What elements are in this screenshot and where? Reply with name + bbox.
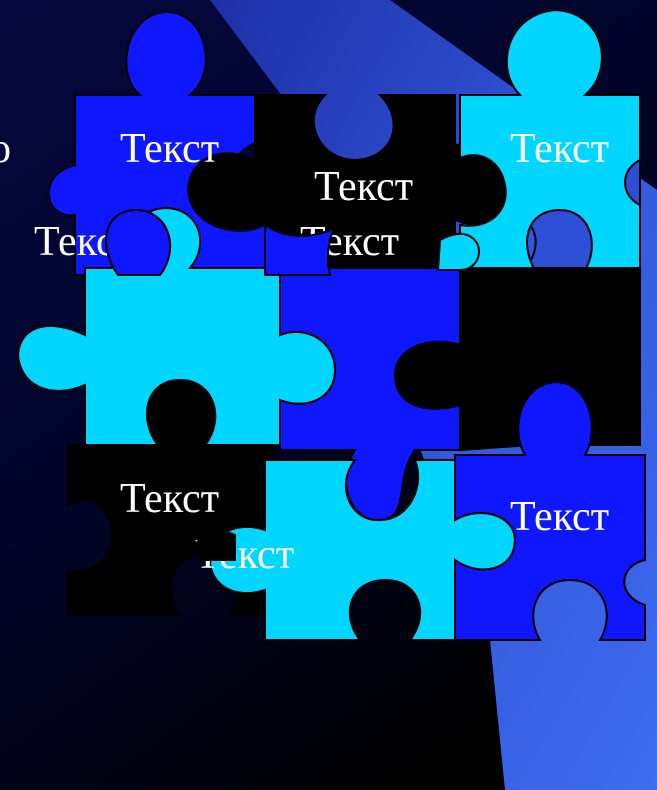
piece-overlap-top-left [106,210,170,275]
piece-top-middle-label: Текст [314,164,413,210]
piece-bottom-right-label: Текст [510,494,609,540]
edge-glyph: о [0,126,11,172]
piece-top-left-label: Текст [120,126,219,172]
piece-top-right-label: Текст [510,126,609,172]
piece-bottom-left-label: Текст [120,476,219,522]
piece-overlap-top-right [438,234,479,270]
